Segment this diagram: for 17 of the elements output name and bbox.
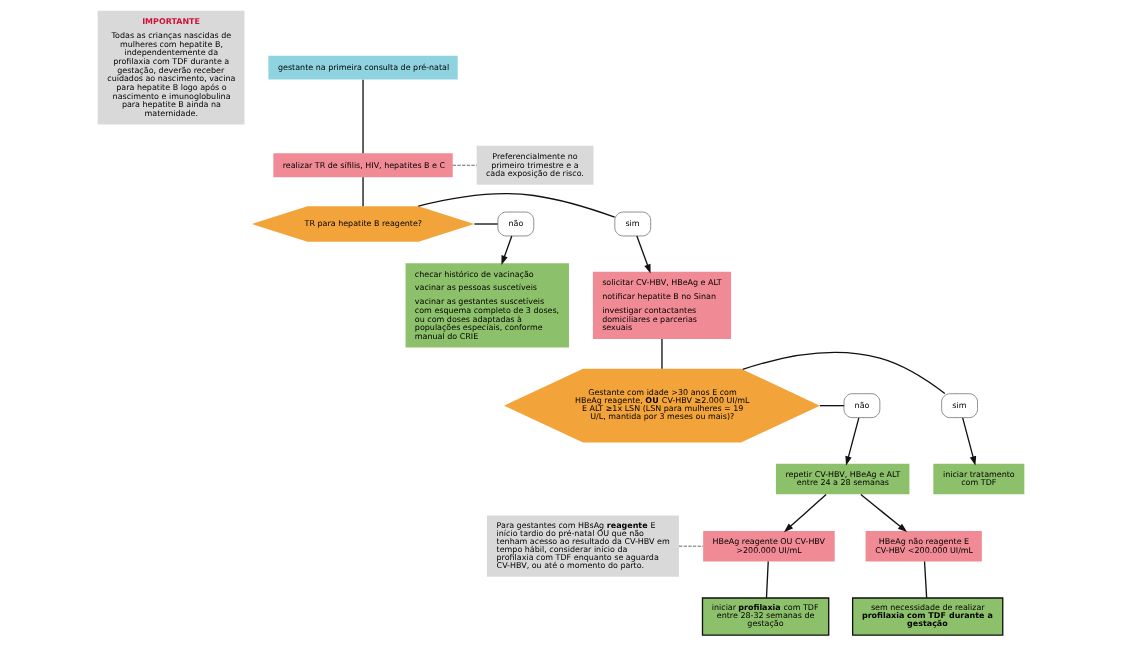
arrow [500, 235, 512, 265]
arrow [635, 235, 651, 274]
connector [473, 223, 498, 225]
arrow [844, 417, 859, 466]
connector [741, 351, 945, 395]
arrow [783, 493, 827, 533]
connector [361, 176, 364, 207]
connector [361, 79, 364, 154]
arrow [859, 493, 907, 533]
connector [660, 338, 663, 370]
arrow [961, 417, 976, 466]
connector [765, 560, 769, 599]
connector [417, 192, 615, 218]
connector [678, 545, 703, 547]
connector [923, 560, 927, 599]
connector [818, 405, 845, 407]
connector [451, 164, 477, 166]
